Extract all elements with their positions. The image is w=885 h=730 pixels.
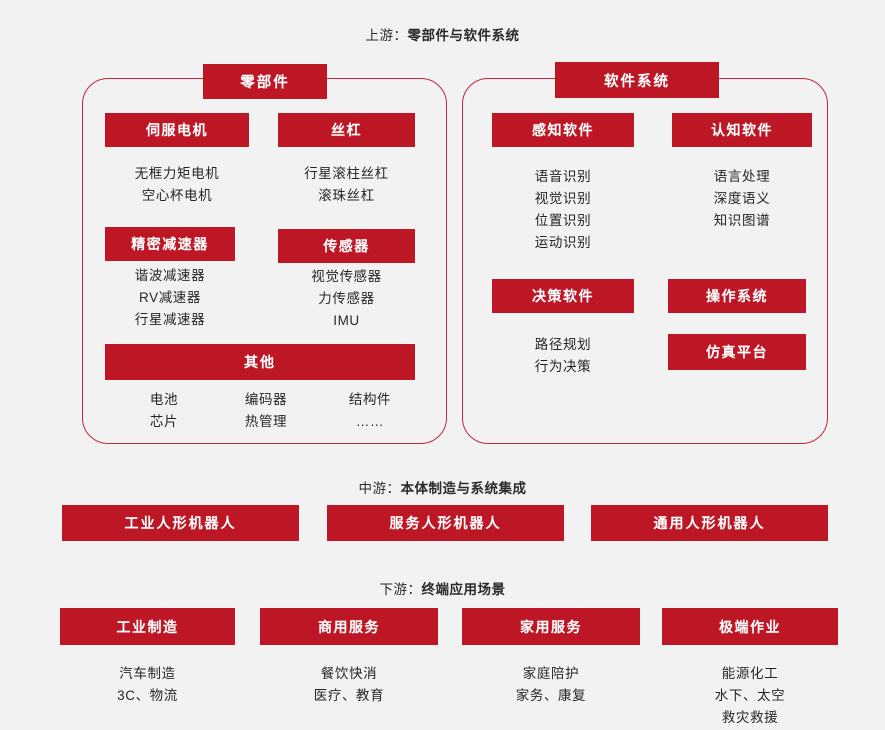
group-items-perception-software: 语音识别 视觉识别 位置识别 运动识别	[534, 169, 592, 250]
group-title-servo-motor[interactable]: 伺服电机	[105, 113, 249, 147]
downstream-title-industrial-manufacturing[interactable]: 工业制造	[60, 608, 235, 645]
group-title-other[interactable]: 其他	[105, 344, 415, 380]
group-items-precision-reducer: 谐波减速器 RV减速器 行星减速器	[134, 268, 206, 327]
downstream-title-extreme-operation[interactable]: 极端作业	[662, 608, 838, 645]
downstream-items-commercial-service: 餐饮快消 医疗、教育	[313, 666, 385, 703]
midstream-title-strong: 本体制造与系统集成	[400, 481, 527, 496]
group-title-sensor[interactable]: 传感器	[278, 229, 415, 263]
group-title-lead-screw[interactable]: 丝杠	[278, 113, 415, 147]
section-title-upstream: 上游：零部件与软件系统	[0, 24, 885, 44]
downstream-items-home-service: 家庭陪护 家务、康复	[515, 666, 587, 703]
downstream-items-industrial-manufacturing: 汽车制造 3C、物流	[117, 666, 178, 703]
group-title-perception-software[interactable]: 感知软件	[492, 113, 634, 147]
upstream-title-lead: 上游：	[365, 28, 408, 43]
group-title-simulation-platform[interactable]: 仿真平台	[668, 334, 806, 370]
downstream-title-lead: 下游：	[379, 582, 422, 597]
midstream-title-lead: 中游：	[358, 481, 401, 496]
downstream-title-strong: 终端应用场景	[421, 582, 506, 597]
midstream-box-service-humanoid[interactable]: 服务人形机器人	[327, 505, 564, 541]
group-items-cognition-software: 语言处理 深度语义 知识图谱	[713, 169, 771, 228]
group-items-decision-software: 路径规划 行为决策	[534, 337, 592, 374]
section-title-downstream: 下游：终端应用场景	[0, 578, 885, 598]
group-title-decision-software[interactable]: 决策软件	[492, 279, 634, 313]
group-items-other-col1: 电池 芯片	[149, 392, 179, 429]
group-items-servo-motor: 无框力矩电机 空心杯电机	[134, 166, 220, 203]
group-title-operating-system[interactable]: 操作系统	[668, 279, 806, 313]
group-title-cognition-software[interactable]: 认知软件	[672, 113, 812, 147]
group-items-lead-screw: 行星滚柱丝杠 滚珠丝杠	[304, 166, 389, 203]
section-title-midstream: 中游：本体制造与系统集成	[0, 477, 885, 497]
downstream-title-commercial-service[interactable]: 商用服务	[260, 608, 438, 645]
group-title-precision-reducer[interactable]: 精密减速器	[105, 227, 235, 261]
downstream-title-home-service[interactable]: 家用服务	[462, 608, 640, 645]
upstream-title-strong: 零部件与软件系统	[407, 28, 520, 43]
downstream-items-extreme-operation: 能源化工 水下、太空 救灾救援	[714, 666, 786, 725]
group-items-other-col3: 结构件 ……	[348, 392, 392, 429]
group-items-sensor: 视觉传感器 力传感器 IMU	[311, 269, 382, 328]
group-items-other-col2: 编码器 热管理	[244, 392, 288, 429]
midstream-box-industrial-humanoid[interactable]: 工业人形机器人	[62, 505, 299, 541]
midstream-box-general-humanoid[interactable]: 通用人形机器人	[591, 505, 828, 541]
software-panel-header[interactable]: 软件系统	[555, 62, 719, 98]
parts-panel-header[interactable]: 零部件	[203, 64, 327, 99]
